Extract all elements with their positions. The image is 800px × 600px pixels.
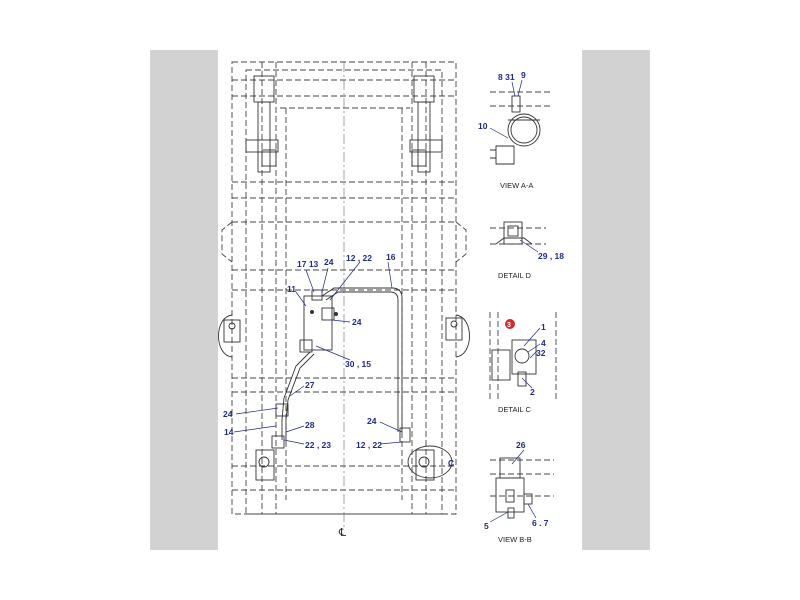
callout-2: 2 xyxy=(530,387,535,397)
callout-24-right: 24 xyxy=(367,416,377,426)
callout-5: 5 xyxy=(484,521,489,531)
callout-28: 28 xyxy=(305,420,315,430)
callout-4: 4 xyxy=(541,338,546,348)
caption-detail-c: DETAIL C xyxy=(498,405,532,414)
drawing-sheet xyxy=(218,50,582,550)
callout-22-23: 22 , 23 xyxy=(305,440,331,450)
callouts: 8 31 9 10 29 , 18 17 13 24 12 , 22 16 11… xyxy=(223,70,564,531)
callout-c: C xyxy=(448,458,454,468)
callout-26: 26 xyxy=(516,440,526,450)
side-brackets xyxy=(223,317,463,343)
callout-8-31: 8 31 xyxy=(498,72,515,82)
callout-14: 14 xyxy=(224,427,234,437)
callout-10: 10 xyxy=(478,121,488,131)
callout-12-22-top: 12 , 22 xyxy=(346,253,372,263)
callout-1: 1 xyxy=(541,322,546,332)
detail-d xyxy=(490,221,546,245)
hose-lines xyxy=(271,287,411,449)
leader-lines xyxy=(233,79,541,523)
caption-view-a-a: VIEW A-A xyxy=(500,181,533,190)
callout-24-left: 24 xyxy=(223,409,233,419)
callout-9: 9 xyxy=(521,70,526,80)
callout-24-mid: 24 xyxy=(352,317,362,327)
callout-11: 11 xyxy=(287,284,296,294)
callout-16: 16 xyxy=(386,252,396,262)
view-b-b xyxy=(490,457,554,519)
callout-29-18: 29 , 18 xyxy=(538,251,564,261)
callout-6-7: 6 . 7 xyxy=(532,518,549,528)
left-cylinder xyxy=(245,75,279,481)
valve-block xyxy=(299,289,338,353)
callout-24-top: 24 xyxy=(324,257,334,267)
callout-17-13: 17 13 xyxy=(297,259,319,269)
callout-30-15: 30 , 15 xyxy=(345,359,371,369)
marker-callout-3 xyxy=(505,319,515,329)
caption-detail-d: DETAIL D xyxy=(498,271,532,280)
callout-27: 27 xyxy=(305,380,315,390)
right-cylinder xyxy=(407,75,453,481)
caption-view-b-b: VIEW B-B xyxy=(498,535,532,544)
callout-32: 32 xyxy=(536,348,546,358)
view-a-a xyxy=(490,91,550,165)
centerline-symbol: ℄ xyxy=(338,527,346,539)
detail-c xyxy=(489,312,557,402)
right-margin xyxy=(582,50,650,550)
callout-3: 3 xyxy=(507,322,511,329)
callout-12-22-bottom: 12 , 22 xyxy=(356,440,382,450)
left-margin xyxy=(150,50,218,550)
